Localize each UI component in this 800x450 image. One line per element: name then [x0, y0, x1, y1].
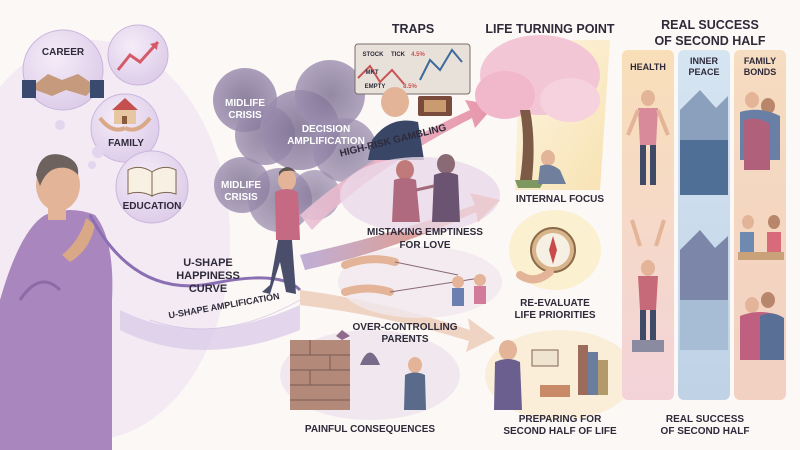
preparing-label-1: PREPARING FOR	[518, 414, 602, 425]
smoke-clouds	[213, 60, 377, 232]
stock-sign-3: 4.5%	[411, 52, 425, 58]
parents-label-1: OVER-CONTROLLING	[352, 322, 458, 333]
stock-sign-6: 8.5%	[403, 84, 417, 90]
midlife-crisis-top-1: MIDLIFE	[225, 98, 265, 109]
curve-title-1: U-SHAPE	[183, 257, 233, 269]
stock-scene	[354, 43, 471, 160]
reevaluate-label-2: LIFE PRIORITIES	[514, 310, 596, 321]
couple-scene	[340, 154, 500, 233]
consequences-label: PAINFUL CONSEQUENCES	[304, 424, 436, 435]
decision-amp-2: AMPLIFICATION	[287, 136, 365, 147]
stock-sign-2: TICK	[391, 52, 405, 58]
puppet-scene	[338, 246, 502, 318]
amplification-band	[149, 299, 301, 330]
internal-focus-label: INTERNAL FOCUS	[515, 194, 605, 205]
growth-bubble	[107, 24, 169, 86]
preparing-scene	[485, 330, 635, 420]
open-book-icon	[127, 166, 177, 197]
curve-title-3: CURVE	[188, 283, 228, 295]
real-success-header-1: REAL SUCCESS	[661, 18, 759, 32]
education-label: EDUCATION	[122, 201, 182, 212]
curve-title-2: HAPPINESS	[176, 270, 240, 282]
family-column-label-2: BONDS	[743, 67, 777, 77]
thinking-man	[0, 154, 113, 450]
emptiness-label-1: MISTAKING EMPTINESS	[367, 227, 483, 238]
thought-bubbles	[22, 24, 189, 224]
peace-column-label-1: INNER	[689, 56, 718, 66]
stock-sign-4: MKT	[365, 70, 379, 76]
success-columns	[622, 50, 786, 400]
family-label: FAMILY	[108, 138, 144, 149]
reevaluate-label-1: RE-EVALUATE	[520, 298, 590, 309]
decision-amp-1: DECISION	[301, 124, 351, 135]
compass-scene	[509, 210, 601, 290]
midlife-crisis-top-2: CRISIS	[228, 110, 262, 121]
midlife-crisis-bottom-1: MIDLIFE	[221, 180, 261, 191]
career-label: CAREER	[41, 47, 85, 58]
walking-man	[262, 167, 300, 294]
house-hands-icon	[98, 98, 152, 132]
family-column-label-1: FAMILY	[743, 56, 777, 66]
emptiness-label-2: FOR LOVE	[399, 240, 451, 251]
success-footer-2: OF SECOND HALF	[660, 426, 750, 437]
u-shape-band	[120, 305, 300, 350]
traps-header: TRAPS	[391, 22, 435, 36]
midlife-crisis-bottom-2: CRISIS	[224, 192, 258, 203]
tree-scene	[475, 35, 610, 190]
preparing-label-2: SECOND HALF OF LIFE	[503, 426, 617, 437]
handshake-icon	[22, 74, 104, 98]
stock-sign-1: STOCK	[362, 52, 384, 58]
success-footer-1: REAL SUCCESS	[665, 414, 745, 425]
peace-column-label-2: PEACE	[688, 67, 720, 77]
u-shape-curve	[88, 214, 302, 292]
broken-wall-scene	[280, 330, 460, 420]
real-success-header-2: OF SECOND HALF	[654, 34, 766, 48]
health-column-label: HEALTH	[630, 62, 666, 72]
turning-point-header: LIFE TURNING POINT	[485, 22, 615, 36]
stock-sign-5: EMPTY	[364, 84, 386, 90]
parents-label-2: PARENTS	[381, 334, 429, 345]
health-column	[622, 50, 674, 400]
growth-arrow-icon	[116, 40, 160, 71]
